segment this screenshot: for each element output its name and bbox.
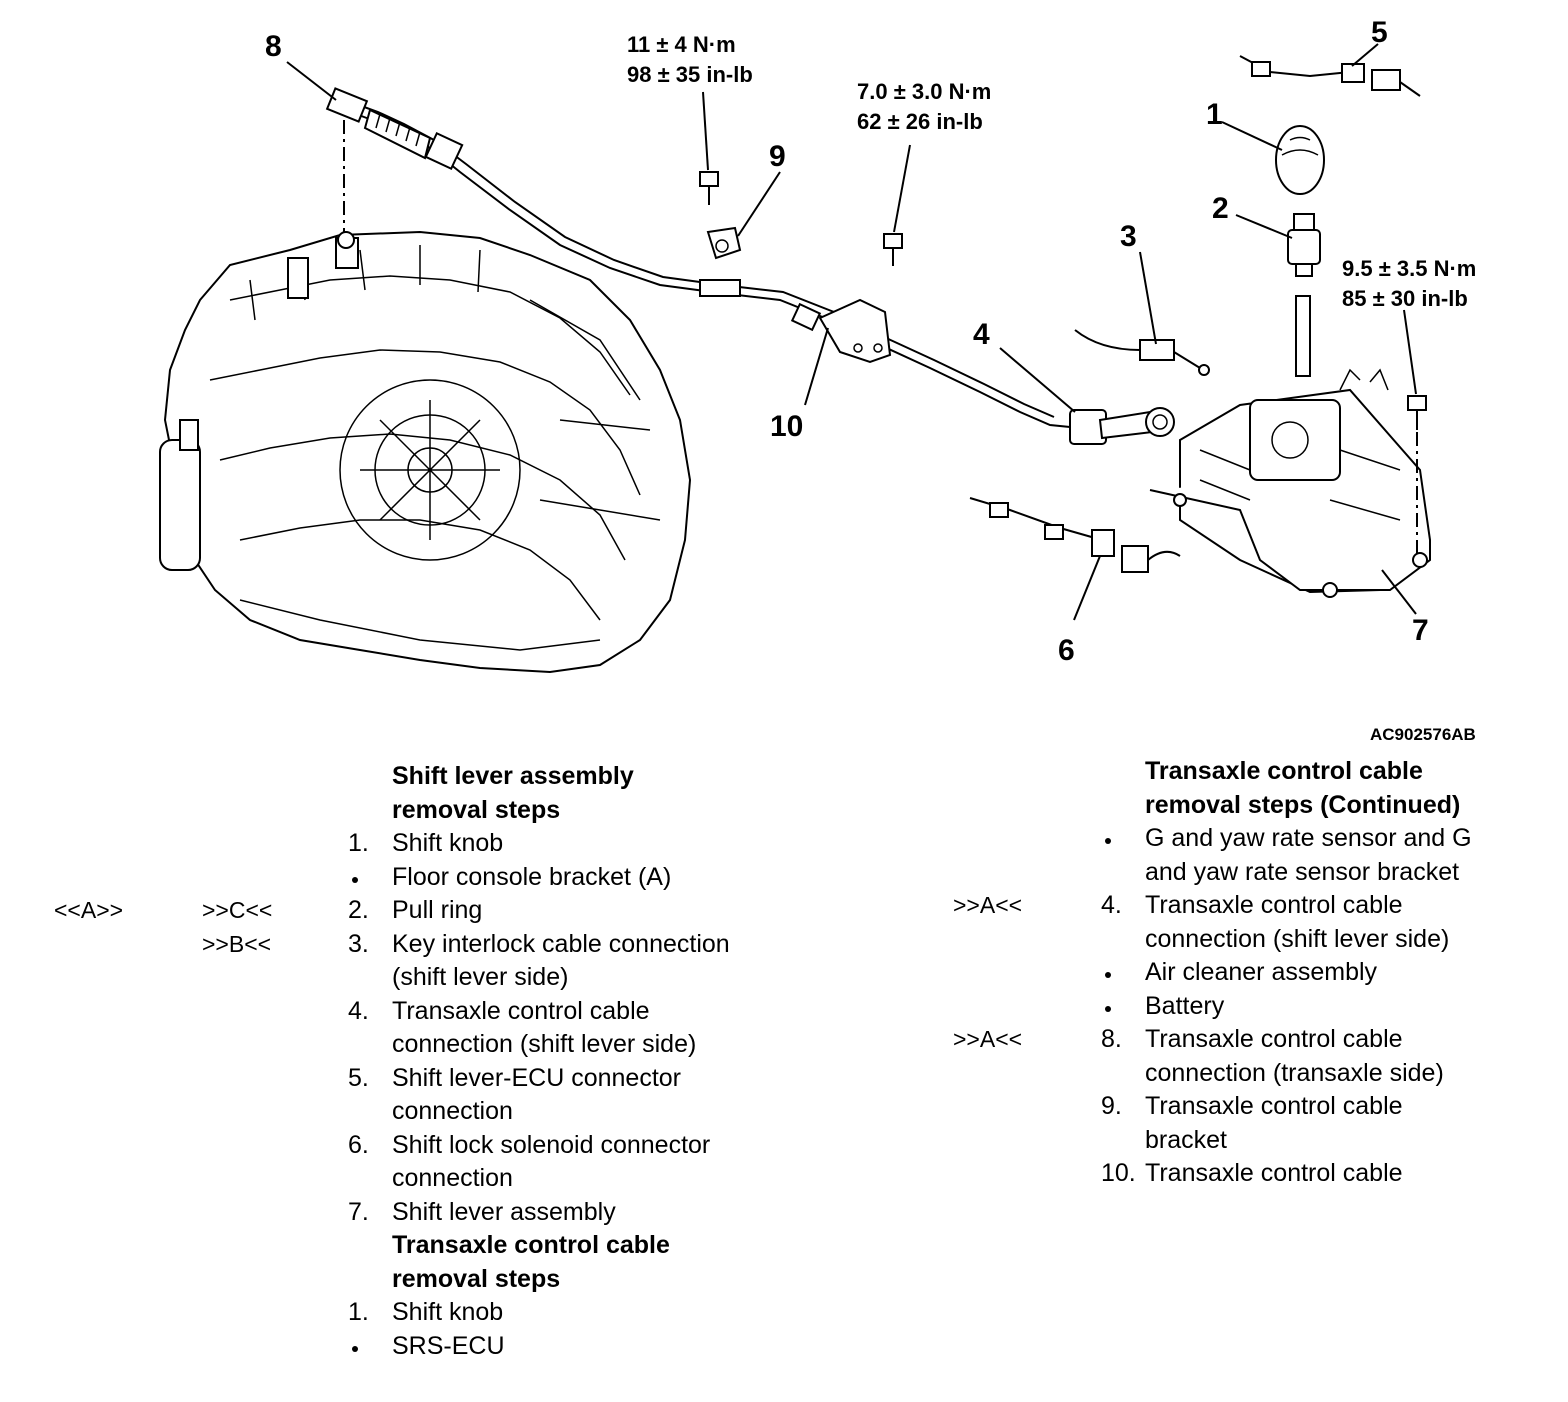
- transaxle-illustration: [159, 230, 692, 674]
- step-marker: 7.: [348, 1197, 369, 1226]
- reference-mark: >>A<<: [953, 1026, 1023, 1052]
- step-text: Shift knob: [392, 1298, 504, 1326]
- step-marker: 9.: [1101, 1092, 1122, 1120]
- exploded-view-diagram: 8 9 10 4 3 1 2 5 6 7 11 ± 4 N·m 98 ± 35 …: [159, 16, 1476, 740]
- step-marker: 6.: [348, 1130, 369, 1159]
- step-text: Air cleaner assembly: [1145, 958, 1378, 986]
- step-text: and yaw rate sensor bracket: [1145, 857, 1460, 886]
- step-text: Shift lever-ECU connector: [392, 1063, 682, 1092]
- figure-id: AC902576AB: [1370, 725, 1476, 740]
- callout-1: 1: [1206, 98, 1223, 131]
- heading-line: removal steps: [392, 1264, 561, 1293]
- step-text: Transaxle control cable: [1145, 1092, 1403, 1120]
- control-cable-illustration: [325, 87, 1175, 445]
- heading-line: Transaxle control cable: [1145, 757, 1423, 785]
- step-text: Transaxle control cable: [392, 996, 650, 1025]
- callout-3: 3: [1120, 220, 1137, 253]
- step-text: connection: [392, 1164, 513, 1192]
- reference-mark: >>C<<: [202, 897, 273, 923]
- bolt-icons: [699, 171, 1427, 430]
- step-text: bracket: [1145, 1125, 1227, 1154]
- step-marker: 5.: [348, 1063, 369, 1092]
- callout-2: 2: [1212, 192, 1229, 225]
- step-text: G and yaw rate sensor and G: [1145, 824, 1472, 852]
- callout-8: 8: [265, 30, 282, 63]
- bullet-icon: [350, 1344, 360, 1354]
- step-marker: 4.: [348, 996, 369, 1025]
- callout-6: 6: [1058, 634, 1075, 667]
- heading-line: Transaxle control cable: [392, 1231, 670, 1259]
- step-text: connection: [392, 1097, 513, 1125]
- step-text: Shift knob: [392, 829, 504, 857]
- callout-7: 7: [1412, 614, 1429, 647]
- step-marker: 3.: [348, 929, 369, 958]
- torque-9-inlb: 98 ± 35 in-lb: [627, 62, 753, 87]
- step-text: connection (transaxle side): [1145, 1058, 1444, 1087]
- torque-10-nm: 7.0 ± 3.0 N·m: [857, 79, 991, 104]
- heading-line: removal steps: [392, 795, 561, 824]
- torque-9-nm: 11 ± 4 N·m: [627, 32, 736, 57]
- bullet-icon: [1103, 970, 1113, 980]
- bullet-icon: [350, 875, 360, 885]
- reference-mark: >>A<<: [953, 892, 1023, 918]
- reference-mark: <<A>>: [54, 897, 124, 923]
- step-text: connection (shift lever side): [392, 1030, 697, 1058]
- callout-5: 5: [1371, 16, 1388, 49]
- torque-7-nm: 9.5 ± 3.5 N·m: [1342, 256, 1476, 281]
- torque-10-inlb: 62 ± 26 in-lb: [857, 109, 983, 134]
- step-text: connection (shift lever side): [1145, 924, 1450, 953]
- connector-illustrations: [969, 55, 1421, 573]
- step-text: Pull ring: [392, 896, 483, 924]
- callout-4: 4: [973, 318, 990, 351]
- step-text: Transaxle control cable: [1145, 891, 1403, 919]
- step-text: Key interlock cable connection: [392, 929, 730, 958]
- step-marker: 1.: [348, 1298, 369, 1326]
- step-marker: 10.: [1101, 1159, 1136, 1187]
- reference-mark: >>B<<: [202, 930, 272, 957]
- callout-10: 10: [770, 410, 803, 443]
- step-text: SRS-ECU: [392, 1331, 505, 1360]
- callout-9: 9: [769, 140, 786, 173]
- shift-lever-illustration: [1149, 125, 1431, 598]
- step-text: Transaxle control cable: [1145, 1025, 1403, 1053]
- step-marker: 2.: [348, 896, 369, 924]
- step-text: Transaxle control cable: [1145, 1159, 1403, 1187]
- bullet-icon: [1103, 1004, 1113, 1014]
- step-text: Floor console bracket (A): [392, 862, 672, 891]
- bullet-icon: [1103, 836, 1113, 846]
- heading-line: Shift lever assembly: [392, 762, 634, 790]
- heading-line: removal steps (Continued): [1145, 790, 1461, 819]
- step-text: Battery: [1145, 991, 1225, 1020]
- leader-lines: [286, 43, 1418, 621]
- step-text: Shift lever assembly: [392, 1197, 616, 1226]
- step-marker: 8.: [1101, 1025, 1122, 1053]
- step-marker: 1.: [348, 829, 369, 857]
- torque-7-inlb: 85 ± 30 in-lb: [1342, 286, 1468, 311]
- step-text: (shift lever side): [392, 963, 569, 991]
- step-marker: 4.: [1101, 891, 1122, 919]
- step-text: Shift lock solenoid connector: [392, 1130, 711, 1159]
